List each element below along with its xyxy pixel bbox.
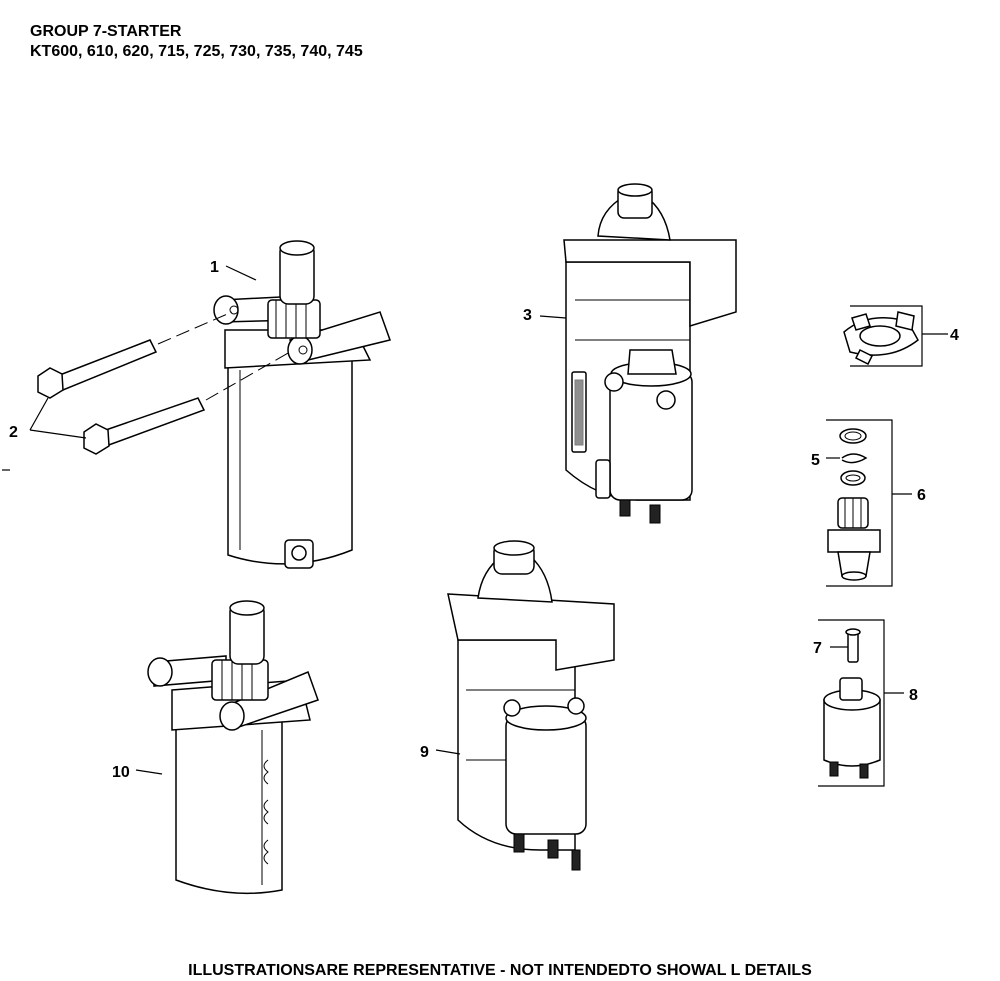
callout-7: 7 [813,640,822,657]
page-title: GROUP 7-STARTER [30,23,182,40]
callout-6: 6 [917,487,926,504]
footer-disclaimer: ILLUSTRATIONSARE REPRESENTATIVE - NOT IN… [188,962,812,979]
callout-1: 1 [210,259,219,276]
leader-lines [2,265,567,775]
callout-8: 8 [909,687,918,704]
callout-4: 4 [950,327,959,344]
starter-motor-3 [563,183,737,524]
callout-9: 9 [420,744,429,761]
model-list: KT600, 610, 620, 715, 725, 730, 735, 740… [30,43,363,60]
drive-part-4 [843,305,948,367]
starter-motor-10 [147,600,319,895]
callout-10: 10 [112,764,130,781]
solenoid-8 [818,619,904,787]
callout-3: 3 [523,307,532,324]
starter-motor-9 [447,540,615,871]
mounting-bolts-2 [37,311,291,455]
callout-2: 2 [9,424,18,441]
callout-5: 5 [811,452,820,469]
drive-kit-6 [826,419,912,587]
starter-motor-1 [213,240,391,569]
